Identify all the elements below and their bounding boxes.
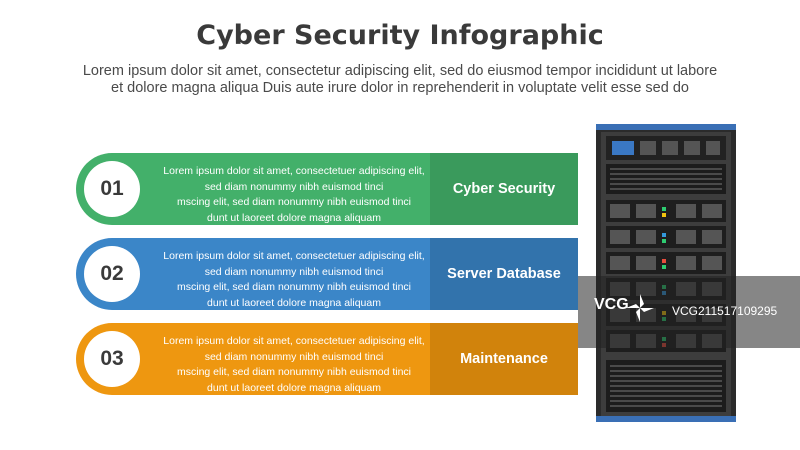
step-description: Lorem ipsum dolor sit amet, consectetuer… bbox=[162, 164, 426, 226]
page-subtitle: Lorem ipsum dolor sit amet, consectetur … bbox=[30, 63, 770, 97]
watermark-brand: VCG bbox=[594, 296, 629, 313]
bar-label-section bbox=[430, 153, 578, 225]
bar-label-section bbox=[430, 323, 578, 395]
desc-line: mscing elit, sed diam nonummy nibh euism… bbox=[176, 281, 412, 293]
watermark-code: VCG211517109295 bbox=[672, 304, 778, 318]
server-rack-icon bbox=[596, 124, 736, 422]
desc-line: Lorem ipsum dolor sit amet, consectetuer… bbox=[163, 250, 425, 278]
rack-bottom-trim bbox=[596, 416, 736, 422]
desc-line: Lorem ipsum dolor sit amet, consectetuer… bbox=[163, 335, 425, 363]
desc-line: dunt ut laoreet dolore magna aliquam bbox=[207, 381, 381, 394]
desc-line: mscing elit, sed diam nonummy nibh euism… bbox=[176, 196, 412, 208]
step-number: 03 bbox=[100, 347, 124, 370]
rack-port bbox=[706, 141, 720, 155]
watermark-overlay: VCG VCG211517109295 bbox=[578, 276, 800, 348]
step-label: Server Database bbox=[447, 266, 561, 282]
step-number-circle: 01 bbox=[84, 161, 140, 217]
subtitle-line-2: et dolore magna aliqua Duis aute irure d… bbox=[111, 80, 689, 96]
rack-bottom-vent-slots bbox=[610, 365, 722, 407]
infographic-row-2: 02 Lorem ipsum dolor sit amet, consectet… bbox=[76, 238, 578, 310]
desc-line: dunt ut laoreet dolore magna aliquam bbox=[207, 296, 381, 309]
rack-port bbox=[662, 141, 678, 155]
step-description: Lorem ipsum dolor sit amet, consectetuer… bbox=[162, 334, 426, 396]
desc-line: Lorem ipsum dolor sit amet, consectetuer… bbox=[163, 165, 425, 193]
infographic-row-1: 01 Lorem ipsum dolor sit amet, consectet… bbox=[76, 153, 578, 225]
step-description: Lorem ipsum dolor sit amet, consectetuer… bbox=[162, 249, 426, 311]
infographic-row-3: 03 Lorem ipsum dolor sit amet, consectet… bbox=[76, 323, 578, 395]
rack-top-trim bbox=[596, 124, 736, 130]
rack-vent-slots bbox=[610, 168, 722, 190]
desc-line: mscing elit, sed diam nonummy nibh euism… bbox=[176, 366, 412, 378]
subtitle-line-1: Lorem ipsum dolor sit amet, consectetur … bbox=[82, 63, 718, 79]
rack-port bbox=[640, 141, 656, 155]
step-number: 01 bbox=[100, 177, 124, 200]
rack-port bbox=[684, 141, 700, 155]
step-label: Cyber Security bbox=[452, 181, 556, 197]
rack-display bbox=[612, 141, 634, 155]
desc-line: dunt ut laoreet dolore magna aliquam bbox=[207, 211, 381, 224]
pinwheel-logo-icon bbox=[626, 294, 654, 322]
step-number: 02 bbox=[100, 262, 124, 285]
step-number-circle: 02 bbox=[84, 246, 140, 302]
step-number-circle: 03 bbox=[84, 331, 140, 387]
page-title: Cyber Security Infographic bbox=[196, 20, 604, 51]
step-label: Maintenance bbox=[460, 351, 548, 367]
bar-label-section bbox=[430, 238, 578, 310]
